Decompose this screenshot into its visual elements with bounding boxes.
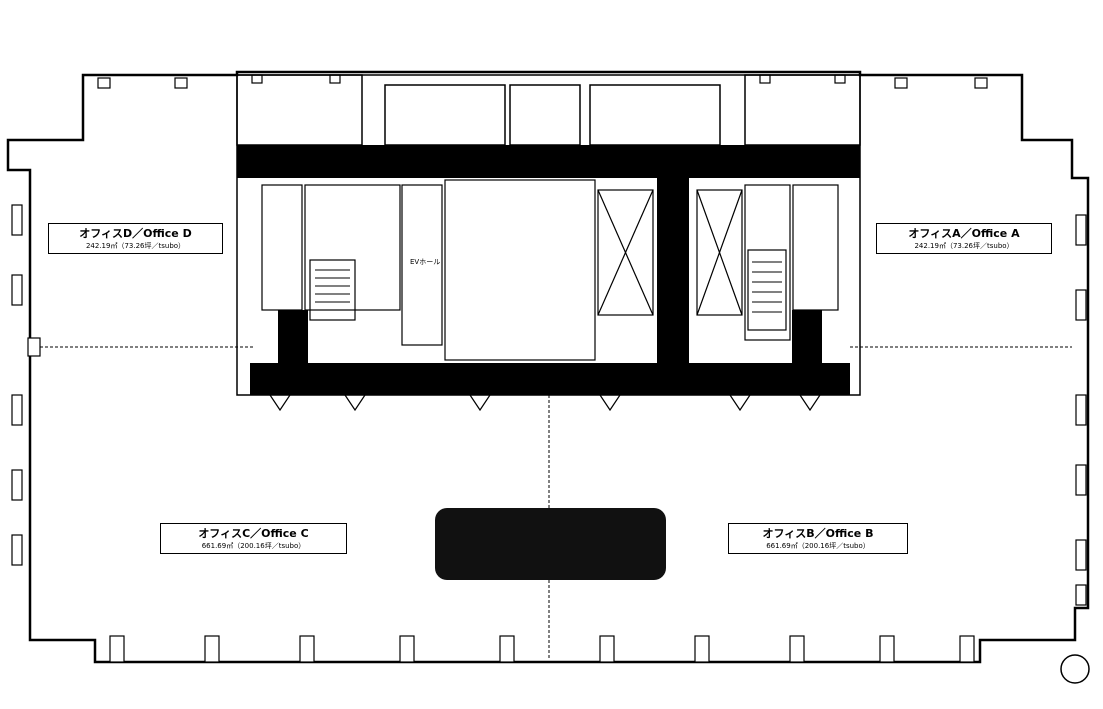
office-b-label: オフィスB／Office B 661.69㎡（200.16坪／tsubo） — [728, 523, 908, 554]
office-a-label: オフィスA／Office A 242.19㎡（73.26坪／tsubo） — [876, 223, 1052, 254]
core-outline — [236, 74, 861, 396]
office-c-label: オフィスC／Office C 661.69㎡（200.16坪／tsubo） — [160, 523, 347, 554]
office-c-area: 661.69㎡（200.16坪／tsubo） — [201, 542, 306, 550]
stairs — [315, 261, 782, 313]
door-swings — [269, 394, 821, 412]
partition-lines — [40, 346, 1072, 660]
north-arrow-icon — [1060, 654, 1090, 684]
office-d-area: 242.19㎡（73.26坪／tsubo） — [85, 242, 186, 250]
office-d-label: オフィスD／Office D 242.19㎡（73.26坪／tsubo） — [48, 223, 223, 254]
office-a-area: 242.19㎡（73.26坪／tsubo） — [914, 242, 1014, 250]
office-d-name: オフィスD／Office D — [79, 227, 192, 240]
perimeter-columns — [11, 74, 1087, 663]
core-corridor — [237, 145, 860, 395]
atrium-void — [435, 508, 666, 580]
ev-hall-label: EVホール — [410, 258, 441, 266]
office-b-area: 661.69㎡（200.16坪／tsubo） — [766, 542, 870, 550]
core-rooms — [261, 179, 839, 361]
exterior-wall — [6, 70, 1090, 664]
office-a-name: オフィスA／Office A — [908, 227, 1020, 240]
office-c-name: オフィスC／Office C — [198, 527, 309, 540]
office-b-name: オフィスB／Office B — [762, 527, 874, 540]
